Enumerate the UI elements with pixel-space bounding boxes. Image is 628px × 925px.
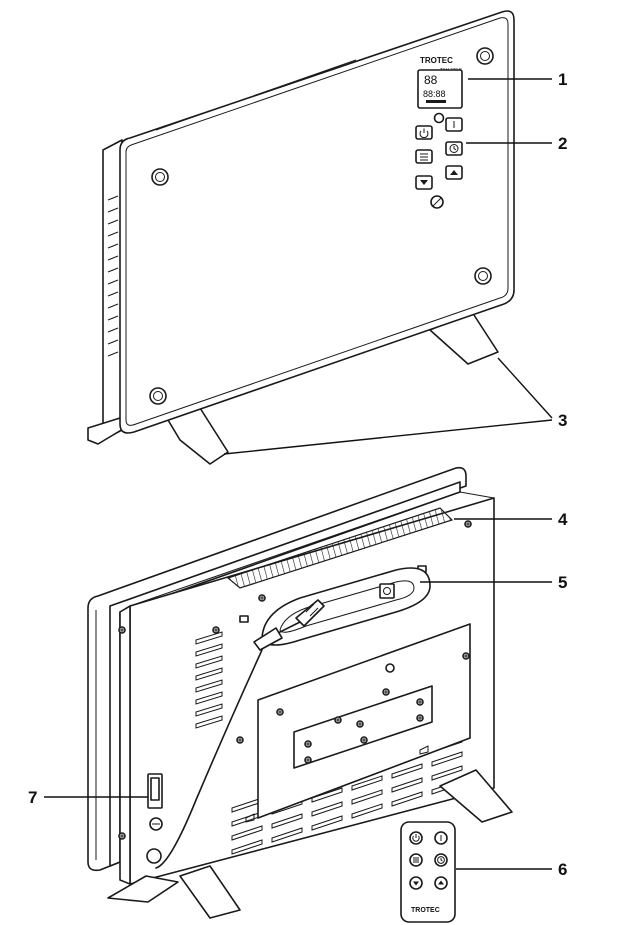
remote-brand-logo: TROTEC <box>411 907 440 914</box>
back-right-foot <box>439 769 513 823</box>
back-left-foot <box>107 875 179 903</box>
callout-4: 4 <box>558 510 568 529</box>
label-slot <box>239 615 249 623</box>
plug-body <box>295 599 325 627</box>
back-vents-left <box>195 631 223 729</box>
thermal-fuse <box>149 817 163 831</box>
arrow-down-icon <box>420 180 428 185</box>
power-button[interactable] <box>415 125 433 140</box>
menu-icon <box>420 153 428 161</box>
menu-button[interactable] <box>415 149 433 164</box>
arrow-up-icon <box>450 170 458 175</box>
back-left-foot-front <box>179 865 241 919</box>
arrow-down-icon <box>413 881 419 886</box>
power-icon <box>419 128 429 139</box>
indicator-hole <box>385 663 395 673</box>
remote-menu-button[interactable] <box>409 853 423 867</box>
display-time: 88:88 <box>423 89 446 99</box>
remote-up-button[interactable] <box>434 876 448 890</box>
glass-panel-inner-edge <box>125 17 509 426</box>
top-vent-grille <box>226 507 454 589</box>
mount-screw-icon <box>476 47 494 65</box>
power-cable <box>155 649 263 869</box>
ground-symbol <box>245 813 255 823</box>
callout-line-3a <box>497 357 553 419</box>
lock-icon <box>430 195 444 209</box>
power-icon <box>412 834 420 842</box>
timer-icon <box>437 856 445 864</box>
plug-grip <box>305 603 319 617</box>
front-view: TROTEC TKH 220 E 88 88:88 <box>87 10 515 465</box>
ground-symbol <box>419 745 429 755</box>
back-view <box>87 466 513 919</box>
remote-power-button[interactable] <box>409 831 423 845</box>
side-vents <box>107 195 119 357</box>
inner-plate <box>293 685 433 769</box>
up-button[interactable] <box>445 165 463 180</box>
down-button[interactable] <box>415 175 433 190</box>
callout-3: 3 <box>558 411 567 430</box>
main-power-switch[interactable] <box>147 773 163 809</box>
handle-icon <box>379 583 395 599</box>
display-temperature: 88 <box>424 73 438 87</box>
left-foot-back <box>87 417 129 445</box>
power-switch-icon <box>150 777 160 801</box>
menu-icon <box>413 857 419 863</box>
callout-1: 1 <box>558 70 567 89</box>
front-brand-logo: TROTEC <box>420 56 453 65</box>
mount-screw-icon <box>474 267 492 285</box>
cable-entry <box>146 848 162 864</box>
callout-5: 5 <box>558 573 567 592</box>
ir-sensor <box>433 112 445 124</box>
arrow-up-icon <box>438 880 444 885</box>
timer-icon <box>449 144 459 153</box>
callout-2: 2 <box>558 134 567 153</box>
info-button[interactable] <box>445 117 463 132</box>
mount-screw-icon <box>149 387 167 405</box>
housing-top-edge <box>129 491 495 607</box>
callout-line-3b <box>223 419 553 455</box>
heater-side-depth <box>102 139 123 441</box>
display-bar <box>426 100 446 103</box>
timer-button[interactable] <box>445 141 463 156</box>
remote-control[interactable]: TROTEC <box>400 821 456 923</box>
mount-screw-icon <box>151 168 169 186</box>
top-edge <box>155 59 357 131</box>
back-screws <box>118 520 472 840</box>
callout-7: 7 <box>28 788 37 807</box>
remote-timer-button[interactable] <box>434 853 448 867</box>
glass-panel-edge <box>87 466 467 872</box>
remote-info-button[interactable] <box>434 831 448 845</box>
lcd-display[interactable]: 88 88:88 <box>417 69 463 109</box>
housing-side <box>119 605 131 885</box>
remote-down-button[interactable] <box>409 876 423 890</box>
cable-strain-relief <box>253 627 283 651</box>
callout-6: 6 <box>558 860 567 879</box>
